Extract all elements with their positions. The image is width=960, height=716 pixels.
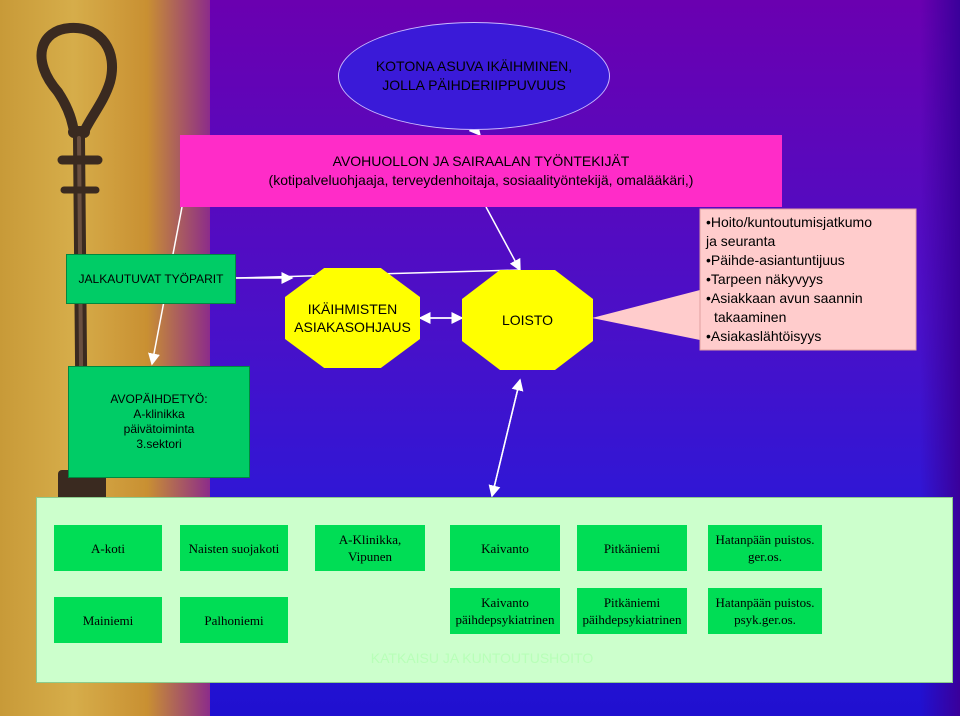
- service-cell: Pitkäniemi päihdepsykiatrinen: [577, 588, 687, 634]
- service-label: Kaivanto: [481, 540, 529, 556]
- loisto-octagon: LOISTO: [462, 270, 593, 370]
- ellipse-line-2: JOLLA PÄIHDERIIPPUVUUS: [382, 77, 566, 93]
- outpatient-box: AVOPÄIHDETYÖ: A-klinikka päivätoiminta 3…: [68, 366, 250, 478]
- goals-callout: •Hoito/kuntoutumisjatkumo ja seuranta •P…: [700, 209, 916, 350]
- elderly-client-ellipse: KOTONA ASUVA IKÄIHMINEN, JOLLA PÄIHDERII…: [338, 22, 610, 130]
- staff-title: AVOHUOLLON JA SAIRAALAN TYÖNTEKIJÄT: [332, 153, 630, 169]
- service-label: päihdepsykiatrinen: [582, 612, 682, 627]
- work-pairs-box: JALKAUTUVAT TYÖPARIT: [66, 254, 236, 304]
- service-cell: Hatanpään puistos. psyk.ger.os.: [708, 588, 822, 634]
- client-guidance-line-2: ASIAKASOHJAUS: [294, 319, 411, 335]
- client-guidance-line-1: IKÄIHMISTEN: [307, 301, 398, 317]
- service-cell: Palhoniemi: [180, 597, 288, 643]
- service-cell: Kaivanto: [450, 525, 560, 571]
- service-label: A-koti: [91, 540, 125, 556]
- service-label: Vipunen: [348, 549, 392, 564]
- service-label: psyk.ger.os.: [734, 612, 796, 627]
- work-pairs-label: JALKAUTUVAT TYÖPARIT: [78, 272, 224, 286]
- service-label: Pitkäniemi: [603, 595, 661, 610]
- staff-box: AVOHUOLLON JA SAIRAALAN TYÖNTEKIJÄT (kot…: [180, 135, 782, 207]
- service-label: Hatanpään puistos.: [715, 532, 815, 547]
- callout-item: •Asiakkaan avun saannin: [706, 290, 863, 306]
- client-guidance-octagon: IKÄIHMISTEN ASIAKASOHJAUS: [285, 268, 420, 368]
- loisto-label: LOISTO: [501, 312, 554, 328]
- service-cell: Kaivanto päihdepsykiatrinen: [450, 588, 560, 634]
- service-label: päihdepsykiatrinen: [455, 612, 555, 627]
- service-label: Palhoniemi: [204, 612, 264, 628]
- ellipse-line-1: KOTONA ASUVA IKÄIHMINEN,: [375, 58, 573, 74]
- outpatient-line-4: 3.sektori: [136, 437, 182, 451]
- service-cell: Naisten suojakoti: [180, 525, 288, 571]
- service-label: Kaivanto: [481, 595, 529, 610]
- service-cell: A-Klinikka, Vipunen: [315, 525, 425, 571]
- service-cell: Pitkäniemi: [577, 525, 687, 571]
- callout-item: •Asiakaslähtöisyys: [706, 328, 822, 344]
- service-label: A-Klinikka,: [338, 532, 402, 547]
- outpatient-line-2: A-klinikka: [133, 407, 185, 421]
- service-cell: Hatanpään puistos. ger.os.: [708, 525, 822, 571]
- service-cell: A-koti: [54, 525, 162, 571]
- callout-item: •Hoito/kuntoutumisjatkumo: [706, 214, 872, 230]
- service-cell: Mainiemi: [54, 597, 162, 643]
- outpatient-line-1: AVOPÄIHDETYÖ:: [110, 392, 208, 406]
- callout-item: •Tarpeen näkyvyys: [706, 271, 823, 287]
- staff-roles: (kotipalveluohjaaja, terveydenhoitaja, s…: [268, 172, 694, 188]
- callout-item: •Päihde-asiantuntijuus: [706, 252, 845, 268]
- service-label: Hatanpään puistos.: [715, 595, 815, 610]
- service-label: Pitkäniemi: [603, 540, 661, 556]
- service-label: Mainiemi: [82, 612, 134, 628]
- callout-item: ja seuranta: [706, 233, 776, 249]
- service-label: ger.os.: [748, 549, 782, 564]
- services-footer: KATKAISU JA KUNTOUTUSHOITO: [370, 650, 594, 666]
- service-label: Naisten suojakoti: [188, 540, 280, 556]
- outpatient-line-3: päivätoiminta: [123, 422, 195, 436]
- callout-item: takaaminen: [714, 309, 787, 325]
